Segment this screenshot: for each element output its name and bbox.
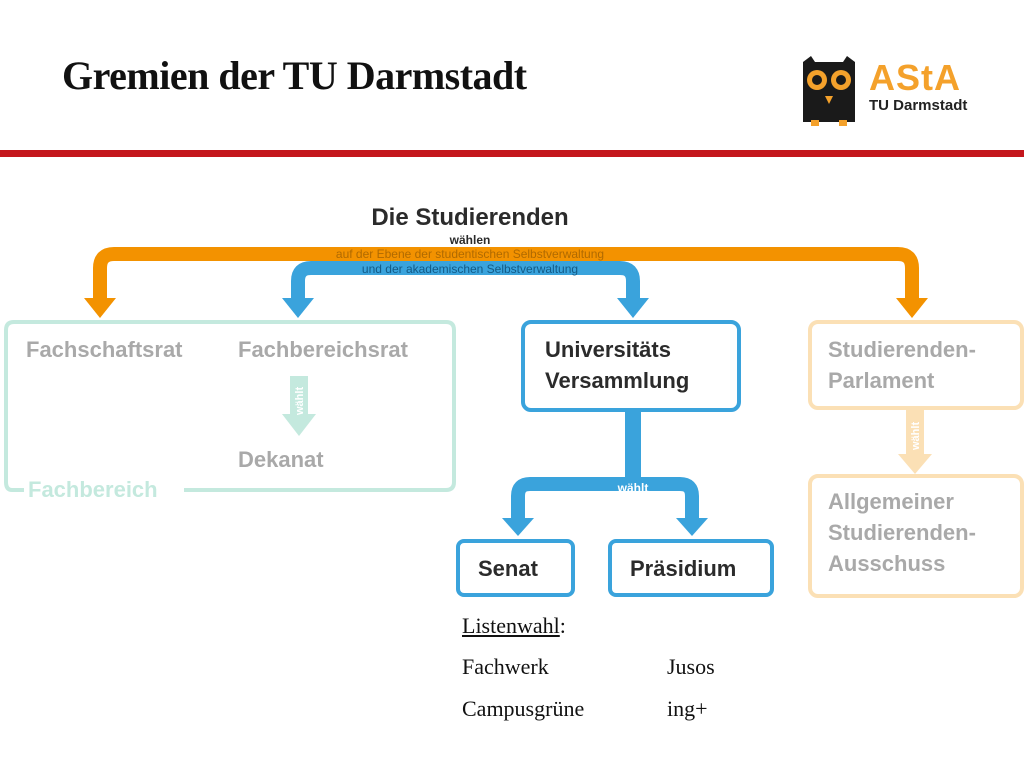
- orange-sublabel: auf der Ebene der studentischen Selbstve…: [336, 247, 604, 261]
- waehlt-label-fachbereich: wählt: [294, 387, 306, 416]
- orange-elect-arrow: [93, 247, 919, 300]
- arrow-head-fachschaftsrat: [84, 298, 116, 318]
- stupa-label-line2: Parlament: [828, 368, 935, 393]
- faded-green-arrow-head: [282, 414, 316, 436]
- top-label: Die Studierenden: [371, 204, 568, 231]
- stupa-label-line1: Studierenden-: [828, 337, 976, 362]
- fachbereich-label: Fachbereich: [28, 477, 158, 502]
- logo-subtitle: TU Darmstadt: [869, 97, 968, 114]
- senat-label: Senat: [478, 556, 539, 581]
- owl-icon: [803, 56, 855, 126]
- arrow-head-senat: [502, 518, 534, 536]
- arrow-head-praesidium: [676, 518, 708, 536]
- fachschaftsrat-label: Fachschaftsrat: [26, 337, 183, 362]
- uv-label-line2: Versammlung: [545, 368, 689, 393]
- senat-box: [456, 539, 575, 597]
- listenwahl-heading: Listenwahl:: [462, 613, 566, 639]
- praesidium-label: Präsidium: [630, 556, 736, 581]
- list-item: Campusgrüne: [462, 696, 585, 721]
- arrow-head-stupa: [896, 298, 928, 318]
- logo-brand: AStA: [869, 57, 961, 98]
- list-item: Jusos: [667, 654, 715, 679]
- asta-label-line3: Ausschuss: [828, 551, 945, 576]
- praesidium-box: [608, 539, 774, 597]
- asta-logo: AStA TU Darmstadt: [869, 57, 968, 115]
- uv-box: [521, 320, 741, 412]
- arrow-head-uv: [617, 298, 649, 318]
- fachbereich-box: [3, 320, 456, 492]
- asta-label-line2: Studierenden-: [828, 520, 976, 545]
- dekanat-label: Dekanat: [238, 447, 324, 472]
- list-item: Fachwerk: [462, 654, 549, 679]
- waehlt-label-stupa: wählt: [910, 422, 922, 451]
- listenwahl-colon: :: [559, 613, 566, 638]
- fachbereichsrat-label: Fachbereichsrat: [238, 337, 409, 362]
- wahlt-branch: [511, 477, 699, 520]
- title-divider: [0, 150, 1024, 157]
- faded-orange-arrow-head: [898, 454, 932, 474]
- asta-box: [808, 474, 1024, 598]
- slide-title: Gremien der TU Darmstadt: [62, 53, 527, 98]
- faded-green-arrow-shaft: [290, 376, 308, 416]
- arrow-head-fachbereichsrat: [282, 298, 314, 318]
- list-item: ing+: [667, 696, 708, 721]
- waehlen-label: wählen: [449, 233, 491, 247]
- stupa-box: [808, 320, 1024, 410]
- faded-orange-arrow-shaft: [906, 410, 924, 456]
- uv-label-line1: Universitäts: [545, 337, 671, 362]
- blue-sublabel: und der akademischen Selbstverwaltung: [362, 262, 578, 276]
- waehlt-label-uv: wählt: [617, 481, 649, 495]
- listenwahl-title: Listenwahl: [462, 613, 560, 638]
- asta-label-line1: Allgemeiner: [828, 489, 954, 514]
- blue-elect-arrow: [291, 261, 640, 300]
- uv-down-shaft: [625, 412, 641, 482]
